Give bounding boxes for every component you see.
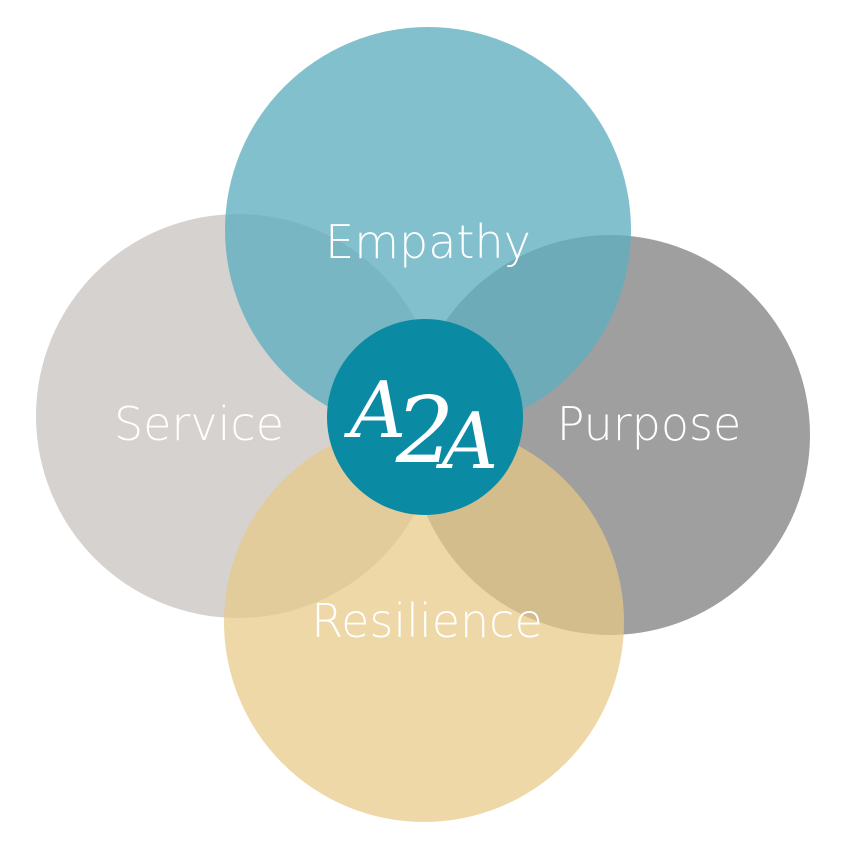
logo-letter-a-left: A [344, 366, 406, 456]
service-label: Service [114, 397, 284, 451]
empathy-circle [225, 27, 631, 433]
empathy-label: Empathy [325, 215, 531, 269]
a2a-logo: A 2 A [344, 366, 498, 487]
purpose-label: Purpose [557, 397, 742, 451]
logo-digit-2: 2 [395, 377, 455, 484]
center-logo-circle [327, 319, 523, 515]
resilience-circle [224, 422, 624, 822]
resilience-label: Resilience [311, 594, 543, 648]
logo-letter-a-right: A [436, 397, 498, 487]
